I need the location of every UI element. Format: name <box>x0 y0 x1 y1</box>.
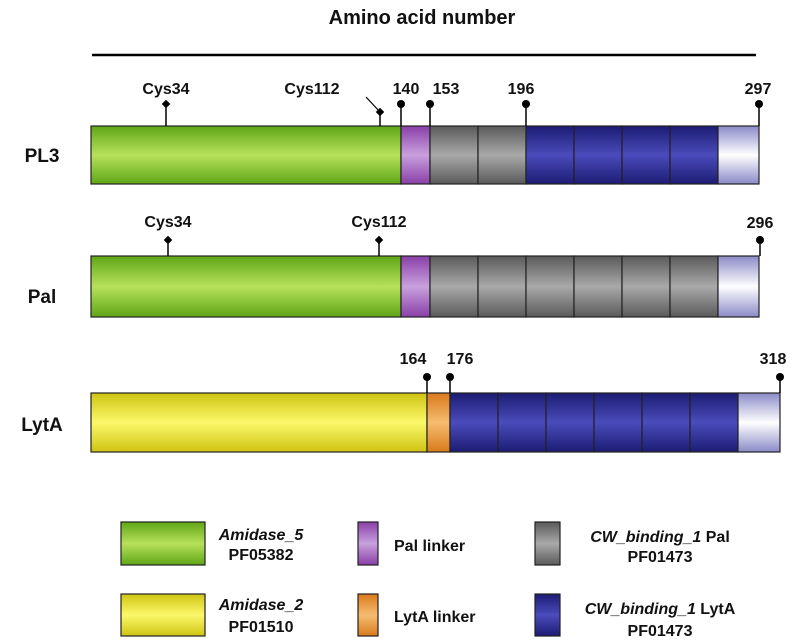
lyta-linker-segment <box>426 392 451 453</box>
legend-id: PF01473 <box>628 549 693 566</box>
pal-linker-segment <box>400 125 431 185</box>
marker-label: 176 <box>447 351 474 368</box>
legend-id: PF05382 <box>229 547 294 564</box>
marker-cys112: Cys112 <box>284 81 385 126</box>
legend-item-amidase2: Amidase_2 PF01510 <box>120 593 304 637</box>
c-terminal-tail <box>737 392 781 453</box>
amidase5-domain <box>90 255 402 318</box>
legend-swatch <box>120 593 206 637</box>
cw-binding-pal-repeat <box>429 255 479 318</box>
cw-binding-lyta-repeat <box>449 392 499 453</box>
protein-bar-pal <box>90 255 760 318</box>
cw-binding-lyta-repeat <box>593 392 643 453</box>
marker-label: Cys112 <box>351 214 406 231</box>
cw-binding-lyta-repeat <box>497 392 547 453</box>
marker-297: 297 <box>745 81 772 126</box>
legend-name: Amidase_5 <box>218 527 305 544</box>
legend-item-pal-linker: Pal linker <box>357 521 465 566</box>
cw-binding-pal-repeat <box>669 255 719 318</box>
legend-name: Amidase_2 <box>218 597 304 614</box>
marker-cys34: Cys34 <box>142 81 190 126</box>
legend-swatch <box>120 521 206 566</box>
legend-swatch <box>357 521 379 566</box>
legend-name: Pal linker <box>394 538 465 555</box>
marker-label: 297 <box>745 81 772 98</box>
legend-id: PF01510 <box>229 619 294 636</box>
cw-binding-pal-repeat <box>477 255 527 318</box>
marker-label: Cys34 <box>142 81 189 98</box>
pal-linker-segment <box>400 255 431 318</box>
protein-label-pl3: PL3 <box>25 146 60 167</box>
legend: Amidase_5 PF05382 Pal linker CW_binding_… <box>120 521 736 640</box>
cw-binding-pal-repeat <box>477 125 527 185</box>
marker-label: 164 <box>400 351 427 368</box>
protein-label-pal: Pal <box>28 287 57 308</box>
diagram-title: Amino acid number <box>329 7 516 29</box>
marker-cys34: Cys34 <box>144 214 192 256</box>
legend-name-suffix: LytA <box>696 601 736 618</box>
legend-name: CW_binding_1 LytA <box>585 601 736 618</box>
marker-label: Cys112 <box>284 81 339 98</box>
legend-id: PF01473 <box>628 623 693 640</box>
marker-153: 153 <box>426 81 459 126</box>
legend-name: CW_binding_1 Pal <box>590 529 730 546</box>
legend-name-domain: CW_binding_1 <box>585 601 696 618</box>
legend-name-suffix: Pal <box>701 529 729 546</box>
cw-binding-pal-repeat <box>525 255 575 318</box>
marker-176: 176 <box>446 351 473 393</box>
legend-swatch <box>534 593 561 637</box>
marker-cys112: Cys112 <box>351 214 407 256</box>
cw-binding-pal-repeat <box>429 125 479 185</box>
marker-296: 296 <box>747 215 774 256</box>
protein-bar-lyta <box>90 392 781 453</box>
amidase5-domain <box>90 125 402 185</box>
marker-196: 196 <box>508 81 535 126</box>
marker-label: Cys34 <box>144 214 191 231</box>
marker-label: 196 <box>508 81 535 98</box>
amidase2-domain <box>90 392 428 453</box>
c-terminal-tail <box>717 255 760 318</box>
protein-bar-pl3 <box>90 125 760 185</box>
protein-label-lyta: LytA <box>21 415 63 436</box>
cw-binding-lyta-repeat <box>669 125 719 185</box>
marker-140: 140 <box>393 81 420 126</box>
cw-binding-pal-repeat <box>621 255 671 318</box>
marker-label: 296 <box>747 215 774 232</box>
marker-label: 318 <box>760 351 787 368</box>
cw-binding-lyta-repeat <box>689 392 739 453</box>
legend-item-cw-binding-pal: CW_binding_1 Pal PF01473 <box>534 521 730 566</box>
c-terminal-tail <box>717 125 760 185</box>
cw-binding-lyta-repeat <box>545 392 595 453</box>
cw-binding-lyta-repeat <box>525 125 575 185</box>
marker-164: 164 <box>400 351 431 393</box>
legend-item-cw-binding-lyta: CW_binding_1 LytA PF01473 <box>534 593 736 640</box>
cw-binding-lyta-repeat <box>573 125 623 185</box>
legend-swatch <box>534 521 561 566</box>
cw-binding-pal-repeat <box>573 255 623 318</box>
legend-item-lyta-linker: LytA linker <box>357 593 476 637</box>
marker-label: 153 <box>433 81 460 98</box>
marker-label: 140 <box>393 81 420 98</box>
marker-318: 318 <box>760 351 787 393</box>
cw-binding-lyta-repeat <box>641 392 691 453</box>
legend-swatch <box>357 593 379 637</box>
cw-binding-lyta-repeat <box>621 125 671 185</box>
legend-item-amidase5: Amidase_5 PF05382 <box>120 521 305 566</box>
legend-name: LytA linker <box>394 609 476 626</box>
legend-name-domain: CW_binding_1 <box>590 529 701 546</box>
